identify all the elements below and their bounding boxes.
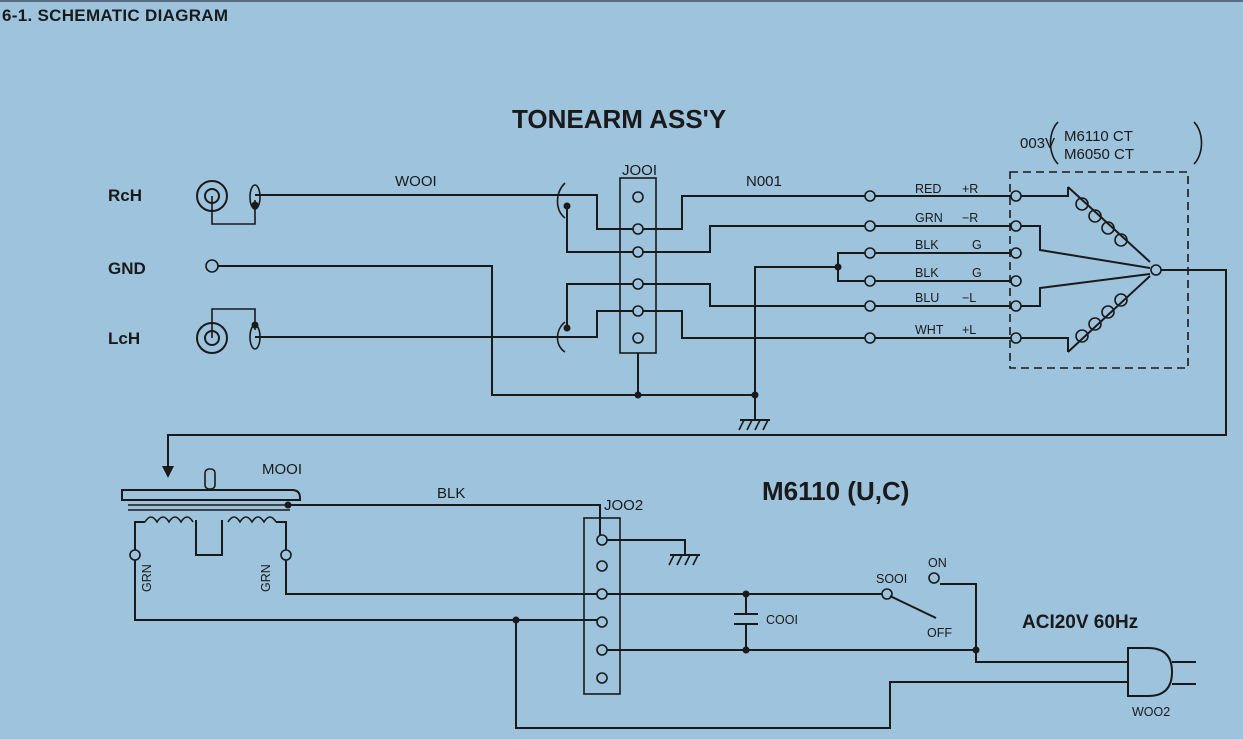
tonearm-wiring <box>643 195 866 420</box>
j001-label: JOOI <box>622 162 657 179</box>
wire-label-5-color: BLU <box>915 291 939 305</box>
cartridge-model-2: M6050 CT <box>1064 146 1134 163</box>
wire-label-4-signal: G <box>972 266 982 280</box>
wire-label-6-color: WHT <box>915 323 944 337</box>
wire-label-3-color: BLK <box>915 238 939 252</box>
cartridge-ref-label: 003V <box>1020 135 1055 152</box>
wire-labels: RED +R GRN −R BLK G BLK G BLU −L WHT +L <box>915 182 982 337</box>
j002-terminal-strip <box>583 517 621 695</box>
motor-m001 <box>121 468 301 561</box>
power-wiring <box>134 560 1128 729</box>
rch-label: RcH <box>108 186 142 205</box>
cartridge-wiring <box>875 195 1012 339</box>
wire-label-2-signal: −R <box>962 211 978 225</box>
motor-lead-right-label: GRN <box>259 564 273 592</box>
cartridge-model-1: M6110 CT <box>1064 128 1133 145</box>
ground-symbol-2 <box>668 554 700 566</box>
switch-on-label: ON <box>928 556 947 570</box>
rch-jack <box>196 180 261 225</box>
top-border <box>0 0 1243 2</box>
w002-label: WOO2 <box>1132 705 1170 719</box>
c001-label: COOI <box>766 613 798 627</box>
wire-label-6-signal: +L <box>962 323 976 337</box>
power-plug <box>1127 647 1196 697</box>
tonearm-assembly-title: TONEARM ASS'Y <box>512 104 726 134</box>
cartridge-bracket-right <box>1193 121 1203 165</box>
w001-cable-label: WOOI <box>395 173 437 190</box>
wire-label-3-signal: G <box>972 238 982 252</box>
switch-s001 <box>881 572 940 619</box>
model-title: M6110 (U,C) <box>762 476 909 506</box>
lch-jack <box>196 308 261 354</box>
lch-label: LcH <box>108 329 140 348</box>
wire-terminals <box>864 190 876 344</box>
section-title: 6-1. SCHEMATIC DIAGRAM <box>2 6 229 25</box>
switch-label: SOOI <box>876 572 907 586</box>
motor-lead-left-label: GRN <box>140 564 154 592</box>
wire-label-1-signal: +R <box>962 182 978 196</box>
wire-label-4-color: BLK <box>915 266 939 280</box>
input-wiring <box>218 182 755 396</box>
j002-ground-wire <box>607 539 686 555</box>
j002-label: JOO2 <box>604 497 643 514</box>
wire-label-5-signal: −L <box>962 291 976 305</box>
blk-wire <box>290 504 601 536</box>
gnd-terminal <box>205 259 219 273</box>
switch-off-label: OFF <box>927 626 952 640</box>
gnd-label: GND <box>108 259 146 278</box>
cartridge-coils <box>162 186 1227 478</box>
cartridge-bracket-left <box>1049 121 1059 165</box>
wire-label-1-color: RED <box>915 182 941 196</box>
power-rating-label: ACI20V 60Hz <box>1022 612 1138 633</box>
blk-wire-label: BLK <box>437 485 465 502</box>
n001-cable-label: N001 <box>746 173 782 190</box>
m001-label: MOOI <box>262 461 302 478</box>
ground-symbol-1 <box>738 419 770 431</box>
wire-label-2-color: GRN <box>915 211 943 225</box>
j001-terminal-strip <box>619 177 657 399</box>
